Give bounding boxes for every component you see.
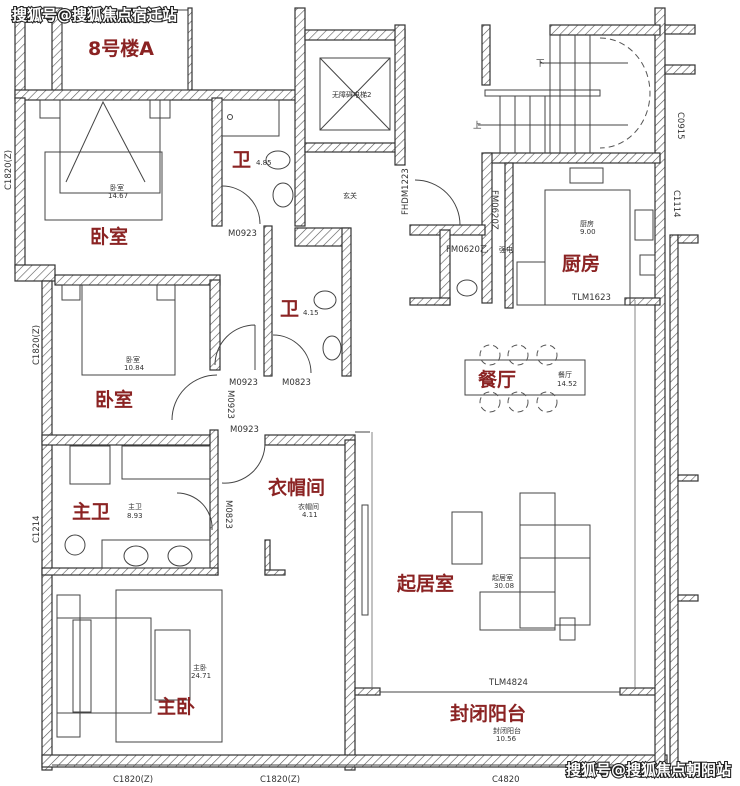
- window-code: C1820(Z): [4, 150, 14, 190]
- door-code: M0823: [223, 500, 233, 529]
- door-code: TLM1623: [571, 293, 611, 303]
- window-code: C0915: [675, 112, 685, 140]
- door-code: M0923: [230, 425, 259, 435]
- kitchen-small: 厨房: [580, 219, 594, 228]
- window-code: C1820(Z): [32, 325, 42, 365]
- labels: 8号楼A 卧室 卧室 14.67 卫 4.85 卫 4.15 卧室 卧室 10.…: [4, 5, 732, 785]
- window-code: C1214: [32, 515, 42, 543]
- elevator-small: 无障碍电梯2: [332, 90, 371, 99]
- dining-area: 14.52: [557, 380, 577, 388]
- master-bath-name: 主卫: [72, 501, 110, 523]
- door-code: M0923: [228, 229, 257, 239]
- stair-up-label: 上: [473, 121, 482, 131]
- kitchen-name: 厨房: [562, 252, 600, 275]
- closet-small: 衣帽间: [298, 502, 319, 511]
- master-bedroom-area: 24.71: [191, 672, 211, 680]
- balcony-small: 封闭阳台: [493, 726, 521, 735]
- closet-name: 衣帽间: [268, 476, 325, 499]
- living-small: 起居室: [492, 573, 513, 582]
- bedroom2-small: 卧室: [126, 355, 140, 364]
- balcony-name: 封闭阳台: [450, 702, 526, 725]
- watermark-bottom: 搜狐号@搜狐焦点朝阳站: [566, 761, 731, 779]
- door-code: FM0620乙: [446, 245, 488, 255]
- living-area: 30.08: [494, 582, 514, 590]
- dining-name: 餐厅: [478, 368, 516, 391]
- kitchen-area: 9.00: [580, 228, 596, 236]
- master-bath-area: 8.93: [127, 512, 143, 520]
- staircase: [478, 35, 651, 153]
- bath1-area: 4.85: [256, 159, 272, 167]
- door-code: M0923: [225, 390, 235, 419]
- dining-small: 餐厅: [558, 370, 572, 379]
- door-code: FHDM1223: [401, 168, 411, 215]
- bath2-name: 卫: [280, 298, 299, 320]
- building-label: 8号楼A: [88, 37, 154, 60]
- window-code: C1114: [671, 190, 681, 218]
- window-code: C1820(Z): [113, 775, 153, 785]
- bath1-name: 卫: [232, 149, 251, 171]
- stair-down-label: 下: [536, 59, 545, 69]
- master-bedroom-small: 主卧: [193, 663, 207, 672]
- window-code: C1820(Z): [260, 775, 300, 785]
- balcony-area: 10.56: [496, 735, 517, 743]
- window-code: C4820: [492, 775, 520, 785]
- door-code: FM0620Z: [489, 190, 499, 230]
- closet-area: 4.11: [302, 511, 318, 519]
- living-name: 起居室: [396, 572, 454, 595]
- foyer-small: 玄关: [343, 191, 357, 200]
- bath2-area: 4.15: [303, 309, 319, 317]
- master-bath-small: 主卫: [128, 502, 142, 511]
- door-code: M0823: [282, 378, 311, 388]
- door-code: M0923: [229, 378, 258, 388]
- master-bedroom-name: 主卧: [157, 696, 195, 718]
- bedroom1-name: 卧室: [90, 225, 128, 248]
- bedroom2-name: 卧室: [95, 388, 133, 411]
- bedroom1-small: 卧室: [110, 183, 124, 192]
- fixtures: [39, 9, 660, 766]
- door-code: TLM4824: [488, 678, 528, 688]
- shaft-label: 强电: [499, 245, 513, 254]
- watermark-top: 搜狐号@搜狐焦点宿迁站: [12, 6, 177, 24]
- walls: [14, 7, 699, 771]
- bedroom1-area: 14.67: [108, 192, 128, 200]
- bedroom2-area: 10.84: [124, 364, 145, 372]
